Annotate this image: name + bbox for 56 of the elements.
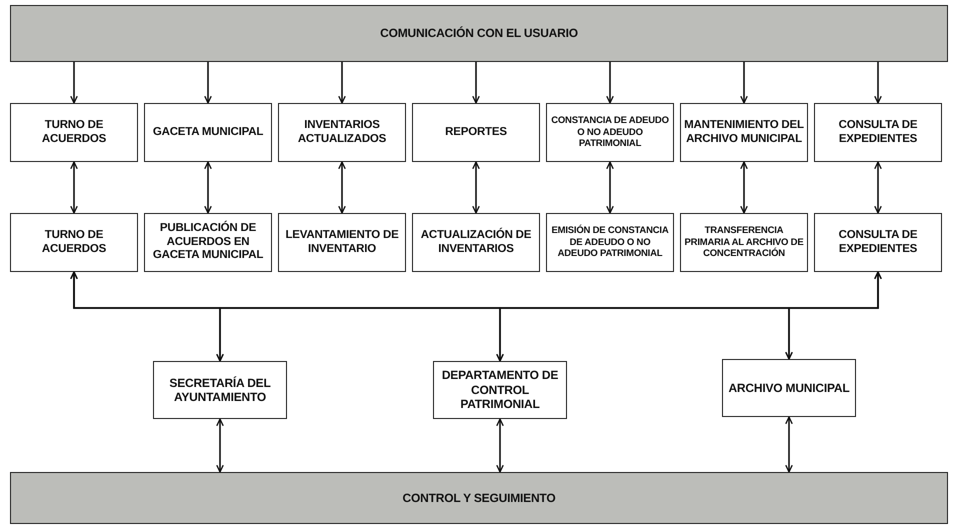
process-box bbox=[153, 361, 287, 419]
arrow bbox=[606, 62, 614, 104]
arrow bbox=[496, 418, 504, 473]
arrow bbox=[70, 62, 78, 104]
process-box bbox=[546, 103, 674, 162]
arrow bbox=[338, 161, 346, 214]
process-box bbox=[144, 103, 272, 162]
box-label: TURNO DE ACUERDOS bbox=[40, 118, 108, 146]
box-label: ACTUALIZACIÓN DE INVENTARIOS bbox=[420, 228, 532, 256]
box-label: SECRETARÍA DEL AYUNTAMIENTO bbox=[168, 376, 272, 404]
arrow bbox=[204, 62, 212, 104]
box-label: EMISIÓN DE CONSTANCIA DE ADEUDO O NO ADEUDO PATRIMONIAL bbox=[550, 225, 670, 260]
box-label: CONTROL Y SEGUIMIENTO bbox=[402, 490, 556, 506]
process-box bbox=[10, 213, 138, 272]
box-label: MANTENIMIENTO DEL ARCHIVO MUNICIPAL bbox=[684, 118, 804, 146]
process-box bbox=[814, 103, 942, 162]
box-label: CONSULTA DE EXPEDIENTES bbox=[838, 118, 918, 146]
box-label: ARCHIVO MUNICIPAL bbox=[728, 380, 850, 396]
box-label: CONSULTA DE EXPEDIENTES bbox=[838, 228, 918, 256]
arrow bbox=[874, 161, 882, 214]
process-box bbox=[278, 213, 406, 272]
arrow bbox=[740, 62, 748, 104]
arrow bbox=[472, 161, 480, 214]
arrow bbox=[338, 62, 346, 104]
box-label: REPORTES bbox=[445, 126, 507, 140]
process-box bbox=[412, 103, 540, 162]
arrow bbox=[874, 62, 882, 104]
arrow bbox=[204, 161, 212, 214]
process-box bbox=[278, 103, 406, 162]
arrow bbox=[216, 418, 224, 473]
band-box bbox=[10, 472, 948, 524]
box-label: LEVANTAMIENTO DE INVENTARIO bbox=[284, 228, 400, 256]
process-box bbox=[412, 213, 540, 272]
process-box bbox=[10, 103, 138, 162]
arrow bbox=[740, 161, 748, 214]
arrow bbox=[70, 161, 78, 214]
box-label: CONSTANCIA DE ADEUDO O NO ADEUDO PATRIMONIAL bbox=[550, 115, 670, 150]
process-box bbox=[680, 213, 808, 272]
process-box bbox=[433, 361, 567, 419]
arrow bbox=[785, 416, 793, 473]
process-box bbox=[546, 213, 674, 272]
box-label: PUBLICACIÓN DE ACUERDOS EN GACETA MUNICIPAL bbox=[152, 222, 264, 264]
process-box bbox=[144, 213, 272, 272]
arrow bbox=[472, 62, 480, 104]
band-box bbox=[10, 5, 948, 62]
box-label: TURNO DE ACUERDOS bbox=[40, 228, 108, 256]
process-box bbox=[680, 103, 808, 162]
box-label: INVENTARIOS ACTUALIZADOS bbox=[296, 118, 388, 146]
box-label: DEPARTAMENTO DE CONTROL PATRIMONIAL bbox=[440, 368, 560, 412]
process-box bbox=[814, 213, 942, 272]
arrow bbox=[785, 271, 882, 360]
box-label: GACETA MUNICIPAL bbox=[152, 126, 264, 140]
process-box bbox=[722, 359, 856, 417]
box-label: TRANSFERENCIA PRIMARIA AL ARCHIVO DE CONCENTRACIÓN bbox=[684, 225, 804, 260]
arrow bbox=[606, 161, 614, 214]
box-label: COMUNICACIÓN CON EL USUARIO bbox=[380, 26, 578, 41]
